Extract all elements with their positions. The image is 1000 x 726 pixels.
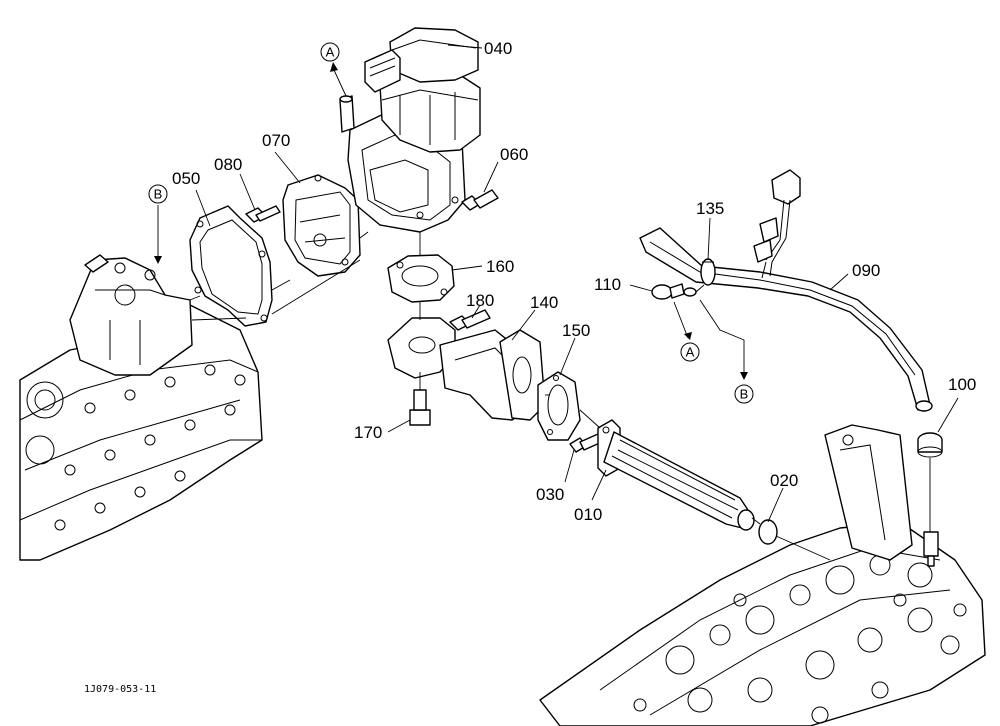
svg-text:A: A bbox=[686, 345, 695, 360]
gasket-150 bbox=[537, 371, 581, 441]
bolt-030 bbox=[569, 433, 603, 453]
clamp-135 bbox=[700, 258, 716, 286]
reference-b-left: B bbox=[148, 184, 168, 204]
bolt-180 bbox=[449, 309, 491, 331]
egr-gasket-050 bbox=[189, 205, 273, 327]
svg-text:B: B bbox=[154, 187, 163, 202]
reference-a-top: A bbox=[320, 42, 340, 62]
egr-valve-040 bbox=[339, 27, 481, 233]
clamp-100 bbox=[917, 432, 943, 458]
bolt-080 bbox=[245, 205, 281, 223]
hose-090 bbox=[639, 227, 933, 412]
callout-010: 010 bbox=[574, 505, 602, 524]
callout-150: 150 bbox=[562, 321, 590, 340]
pipe-joint-140 bbox=[387, 317, 546, 421]
callout-080: 080 bbox=[214, 155, 242, 174]
callout-leaders bbox=[195, 44, 959, 523]
reference-markers: A B A B bbox=[148, 42, 754, 404]
sensor-harness bbox=[753, 169, 801, 279]
callout-110: 110 bbox=[594, 275, 621, 294]
svg-text:A: A bbox=[326, 45, 335, 60]
callout-090: 090 bbox=[852, 261, 880, 280]
callout-100: 100 bbox=[948, 375, 976, 394]
diagram-code: 1J079-053-11 bbox=[84, 684, 156, 695]
bolt-060 bbox=[461, 189, 499, 211]
reference-b-hose: B bbox=[734, 384, 754, 404]
bracket bbox=[824, 424, 913, 561]
callout-020: 020 bbox=[770, 471, 798, 490]
reference-a-clamp: A bbox=[680, 342, 700, 362]
cylinder-head bbox=[539, 521, 986, 726]
callout-030: 030 bbox=[536, 485, 564, 504]
callout-170: 170 bbox=[354, 423, 382, 442]
callout-060: 060 bbox=[500, 145, 528, 164]
callout-180: 180 bbox=[466, 291, 494, 310]
part-callouts: 040 060 070 080 050 160 180 140 150 170 … bbox=[172, 39, 976, 524]
callout-050: 050 bbox=[172, 169, 200, 188]
egr-cooler-010 bbox=[597, 419, 755, 531]
callout-070: 070 bbox=[262, 131, 290, 150]
cylinder-block bbox=[19, 254, 263, 561]
bolt-170 bbox=[409, 389, 431, 426]
svg-text:B: B bbox=[740, 387, 749, 402]
callout-040: 040 bbox=[484, 39, 512, 58]
gasket-160 bbox=[387, 254, 455, 303]
pipe-fitting bbox=[923, 531, 939, 567]
callout-135: 135 bbox=[696, 199, 724, 218]
egr-plate-070 bbox=[282, 174, 361, 277]
assembly-leader-lines bbox=[154, 62, 931, 561]
callout-160: 160 bbox=[486, 257, 514, 276]
callout-140: 140 bbox=[530, 293, 558, 312]
o-ring-020 bbox=[758, 519, 778, 545]
clamp-110 bbox=[651, 283, 697, 300]
